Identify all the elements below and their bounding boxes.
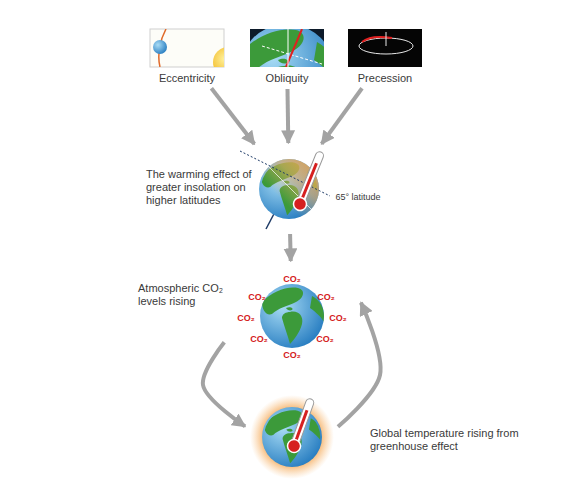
flow-arrow bbox=[211, 88, 254, 144]
co2-label: CO₂ bbox=[329, 313, 347, 324]
axis-line bbox=[286, 29, 302, 67]
globe-node: Global temperature rising from greenhous… bbox=[250, 395, 334, 475]
co2-label: CO₂ bbox=[316, 334, 334, 345]
co2-label: CO₂ bbox=[283, 274, 301, 285]
co2-globe bbox=[260, 284, 324, 348]
precession-image bbox=[348, 29, 422, 67]
panel-box: Precession bbox=[346, 28, 424, 85]
thermometer bbox=[286, 397, 318, 455]
globe bbox=[260, 284, 324, 348]
earth-icon bbox=[153, 40, 167, 54]
panel-frame bbox=[348, 29, 422, 67]
panel-box: Eccentricity bbox=[148, 28, 226, 85]
panel-caption: Eccentricity bbox=[142, 72, 232, 85]
vertical-line bbox=[288, 29, 289, 67]
heat-glow bbox=[250, 395, 334, 479]
globe-node: The warming effect of greater insolation… bbox=[249, 148, 329, 230]
co2-label: CO₂ bbox=[283, 350, 301, 361]
node-caption: Atmospheric CO₂ levels rising bbox=[138, 282, 230, 308]
panel-box: Obliquity bbox=[248, 28, 326, 85]
co2-label: CO₂ bbox=[237, 313, 255, 324]
flow-arrow bbox=[285, 89, 290, 143]
globe bbox=[262, 407, 322, 467]
co2-label: CO₂ bbox=[317, 292, 335, 303]
flow-arrow bbox=[288, 234, 293, 261]
sun-icon bbox=[213, 47, 224, 67]
precession-arc bbox=[362, 37, 392, 42]
panel-caption: Obliquity bbox=[242, 72, 332, 85]
thermometer bbox=[292, 150, 327, 213]
flow-arrow bbox=[203, 342, 245, 426]
node-caption: The warming effect of greater insolation… bbox=[146, 168, 254, 207]
flow-arrow bbox=[322, 88, 362, 144]
eccentricity-image bbox=[150, 29, 243, 77]
earth-icon bbox=[250, 29, 324, 67]
heated-globe bbox=[250, 395, 334, 479]
panel-caption: Precession bbox=[340, 72, 430, 85]
node-caption: Global temperature rising from greenhous… bbox=[370, 427, 520, 453]
co2-label: CO₂ bbox=[250, 334, 268, 345]
latitude-label: 65° latitude bbox=[335, 192, 380, 203]
panel-frame bbox=[150, 29, 224, 67]
co2-label: CO₂ bbox=[248, 292, 266, 303]
axis-line bbox=[386, 32, 387, 46]
